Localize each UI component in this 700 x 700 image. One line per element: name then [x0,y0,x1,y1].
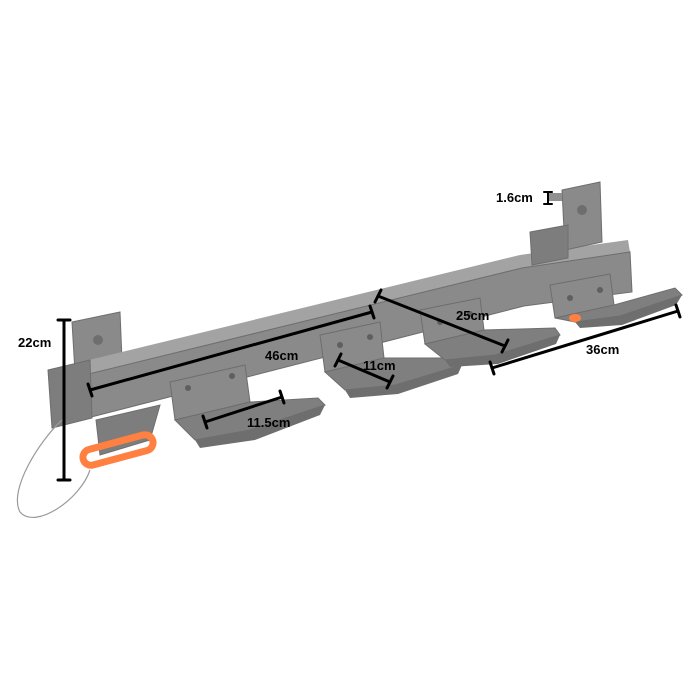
main-beam-top [48,240,630,382]
height-label: 22cm [18,335,51,350]
dimension-lines [56,191,682,482]
left-plate-hole [93,335,103,345]
hook-4 [549,273,683,328]
hook-1 [169,364,326,448]
length-label: 46cm [265,348,298,363]
pin-head [569,314,581,322]
hook2-width-label: 11cm [363,358,396,373]
pull-pin [79,431,157,469]
hook2-dimension-line [336,358,392,384]
span-dimension-line [376,294,507,348]
pin-stub [548,193,562,201]
span-label: 25cm [456,308,489,323]
thickness-label: 1.6cm [496,190,533,205]
right-plate-hole [577,205,587,215]
right-bracket [529,224,569,266]
hook-2 [319,321,463,398]
total-dimension-line [490,309,680,370]
rack-body [16,181,683,518]
left-end-block [47,359,93,429]
lanyard-wire [16,419,91,518]
total-label: 36cm [586,342,619,357]
length-dimension-line [88,310,374,392]
hook-3 [419,297,561,367]
hook1-dimension-line [203,395,284,424]
hook1-width-label: 11.5cm [247,415,290,430]
